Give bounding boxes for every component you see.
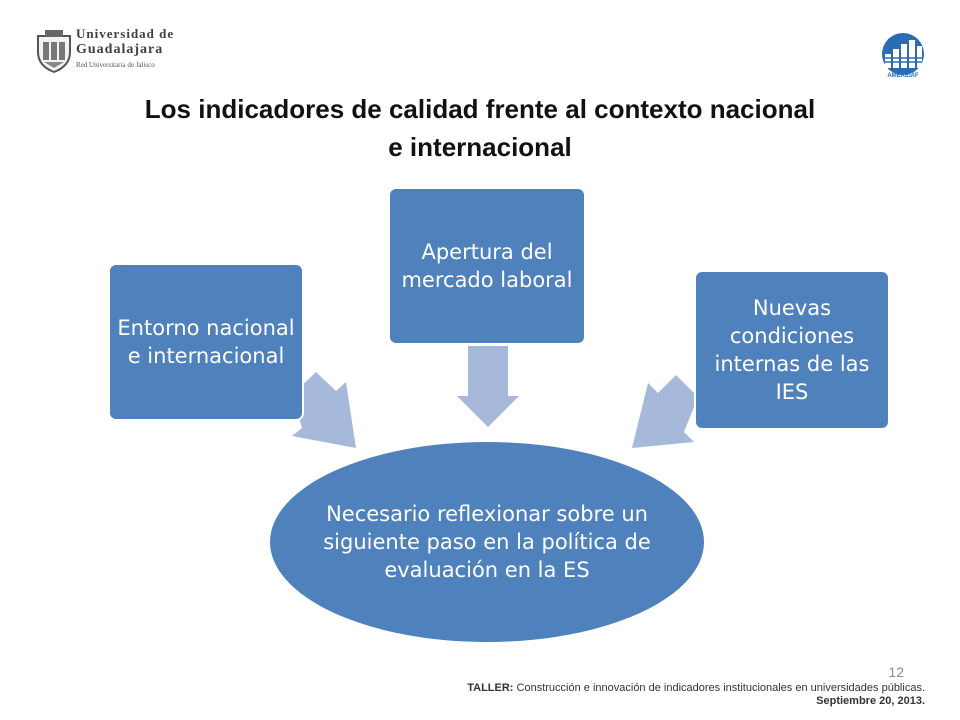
slide-title-line2: e internacional (388, 132, 572, 162)
university-seal-icon (37, 30, 71, 74)
udg-network-label: Red Universitaria de Jalisco (76, 61, 155, 69)
udg-name-line2: Guadalajara (76, 42, 164, 57)
udg-name-line1: Universidad de (76, 26, 175, 41)
amereiaf-logo: AMEREIAF (882, 33, 924, 79)
amereiaf-logo-text: AMEREIAF (887, 73, 919, 79)
slide-title-line1: Los indicadores de calidad frente al con… (144, 94, 816, 124)
node-apertura-mercado: Apertura del mercado laboral (388, 187, 586, 345)
footer-workshop: TALLER: Construcción e innovación de ind… (420, 682, 925, 708)
node-necesario-reflexionar: Necesario reflexionar sobre un siguiente… (268, 440, 706, 644)
arrow-from-top (457, 346, 519, 427)
footer-date: Septiembre 20, 2013. (816, 695, 925, 707)
node-entorno-nacional: Entorno nacional e internacional (108, 263, 304, 421)
universidad-de-guadalajara-logo: Universidad de Guadalajara Red Universit… (34, 24, 184, 78)
footer-text: Construcción e innovación de indicadores… (516, 682, 925, 694)
arrow-from-left (292, 372, 356, 448)
slide-number: 12 (888, 664, 904, 680)
arrow-from-right (632, 375, 698, 448)
slide-title: Los indicadores de calidad frente al con… (40, 90, 920, 166)
node-nuevas-condiciones: Nuevas condiciones internas de las IES (694, 270, 890, 430)
footer-label: TALLER: (467, 682, 514, 694)
